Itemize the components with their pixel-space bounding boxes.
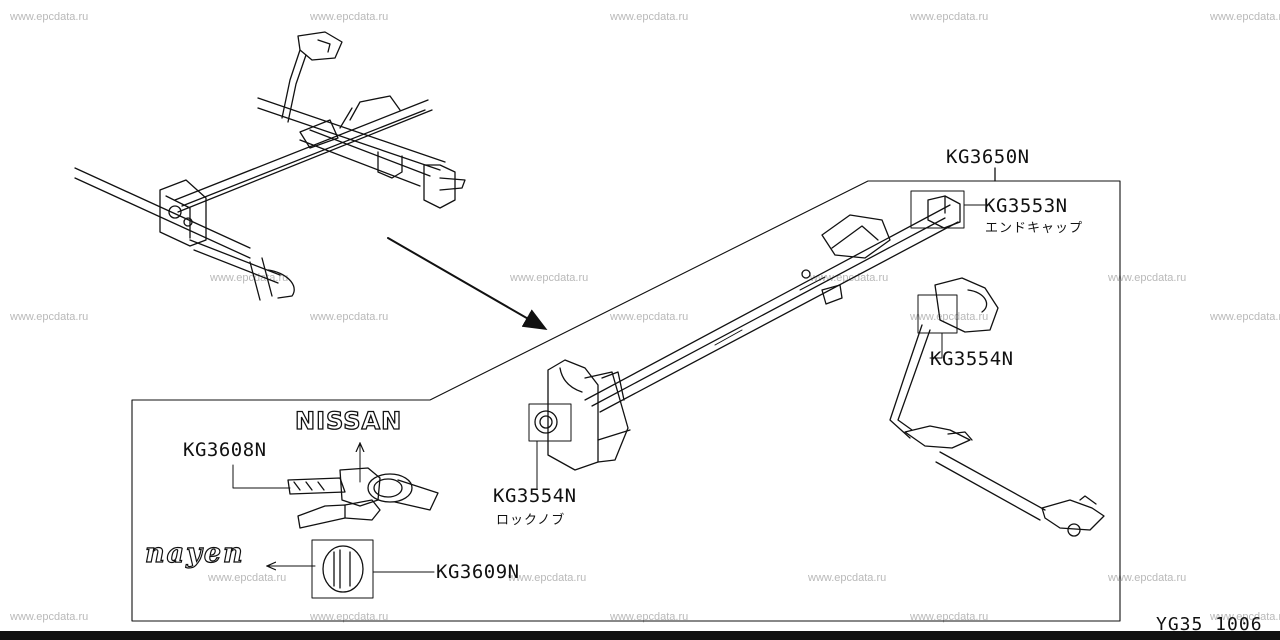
callout-box-kg3554n-right (917, 294, 958, 334)
watermark: www.epcdata.ru (610, 11, 689, 23)
watermark: www.epcdata.ru (510, 272, 589, 284)
upright-arm-detail (889, 277, 1105, 537)
watermark: www.epcdata.ru (10, 11, 89, 23)
part-label-kg3609n: KG3609N (436, 561, 520, 583)
watermark: www.epcdata.ru (910, 311, 989, 323)
watermark: www.epcdata.ru (310, 311, 389, 323)
roof-carrier-overview (74, 31, 466, 301)
callout-box-kg3554n-left (528, 403, 572, 442)
watermark: www.epcdata.ru (610, 311, 689, 323)
carrier-bar-detail (534, 195, 961, 471)
nissan-logo: NISSAN (294, 406, 403, 435)
part-desc-end-cap: エンドキャップ (985, 221, 1084, 236)
part-label-kg3608n: KG3608N (183, 439, 267, 461)
watermark: www.epcdata.ru (1108, 572, 1187, 584)
part-label-kg3554n-right: KG3554N (930, 348, 1014, 370)
direction-arrow (387, 237, 548, 330)
watermark: www.epcdata.ru (810, 272, 889, 284)
part-label-kg3554n-left: KG3554N (493, 485, 577, 507)
watermark: www.epcdata.ru (10, 311, 89, 323)
watermark: www.epcdata.ru (1210, 11, 1280, 23)
part-label-kg3553n: KG3553N (984, 195, 1068, 217)
part-desc-lock-knob: ロックノブ (496, 513, 566, 528)
detail-frame (131, 180, 1121, 622)
watermark: www.epcdata.ru (610, 611, 689, 623)
watermark: www.epcdata.ru (1210, 311, 1280, 323)
watermark: www.epcdata.ru (310, 11, 389, 23)
bottom-border (0, 631, 1280, 640)
watermark: www.epcdata.ru (1108, 272, 1187, 284)
watermark: www.epcdata.ru (10, 611, 89, 623)
watermark: www.epcdata.ru (208, 572, 287, 584)
key-set (232, 444, 439, 529)
watermark: www.epcdata.ru (910, 611, 989, 623)
knob-cap (268, 539, 435, 599)
diagram-code: YG35 1006 (1156, 614, 1263, 635)
watermark: www.epcdata.ru (310, 611, 389, 623)
watermark: www.epcdata.ru (910, 11, 989, 23)
watermark: www.epcdata.ru (808, 572, 887, 584)
watermark: www.epcdata.ru (508, 572, 587, 584)
watermark: www.epcdata.ru (1210, 611, 1280, 623)
part-label-kg3650n: KG3650N (946, 146, 1030, 168)
nayen-logo: nayen (144, 537, 245, 569)
callout-box-kg3553n (910, 190, 965, 229)
